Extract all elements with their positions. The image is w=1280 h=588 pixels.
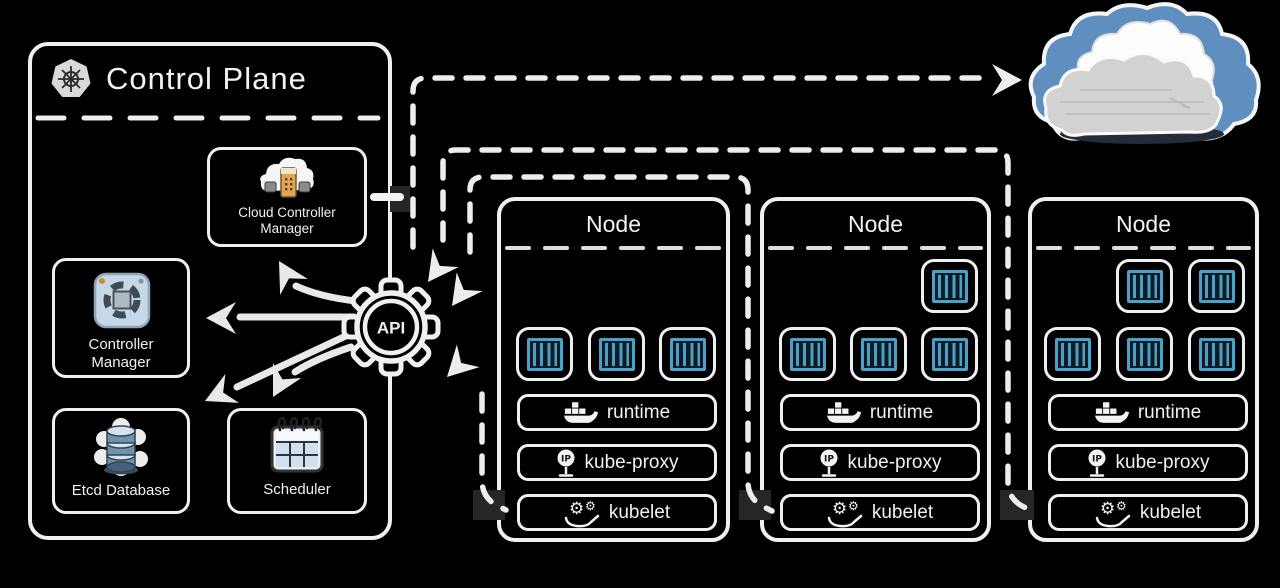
hand-gears-icon: ⚙ ⚙ <box>1095 498 1131 528</box>
node-3-runtime-bar: runtime <box>1048 394 1248 431</box>
ccm-label-line1: Cloud Controller <box>238 205 336 220</box>
container-icon <box>1188 327 1245 381</box>
scheduler-box: Scheduler <box>227 408 367 514</box>
node-1-kubelet-bar: ⚙ ⚙ kubelet <box>517 494 717 531</box>
svg-text:⚙: ⚙ <box>832 499 847 519</box>
kubernetes-logo-icon <box>50 58 92 100</box>
node-3-kubelet-bar: ⚙ ⚙ kubelet <box>1048 494 1248 531</box>
scheduler-label: Scheduler <box>263 481 331 498</box>
node-3-box: Node runtime IP <box>1028 197 1259 542</box>
controller-manager-icon <box>87 269 155 331</box>
ip-pin-icon: IP <box>556 448 576 478</box>
docker-icon <box>1094 400 1129 426</box>
node-3-kube-proxy-bar: IP kube-proxy <box>1048 444 1248 481</box>
cm-label-line1: Controller <box>88 336 154 353</box>
dashed-connector-node1 <box>435 344 509 513</box>
kube-proxy-label: kube-proxy <box>847 451 942 473</box>
node-1-box: Node runtime IP ku <box>497 197 730 542</box>
container-icon <box>779 327 836 381</box>
node-2-kube-proxy-bar: IP kube-proxy <box>780 444 980 481</box>
svg-text:⚙: ⚙ <box>848 499 859 513</box>
container-icon <box>659 327 716 381</box>
hand-gears-icon: ⚙ ⚙ <box>564 498 600 528</box>
container-icon <box>1116 259 1173 313</box>
svg-text:IP: IP <box>824 454 834 464</box>
kubelet-label: kubelet <box>871 501 934 523</box>
controller-manager-box: Controller Manager <box>52 258 190 378</box>
docker-icon <box>563 400 598 426</box>
etcd-database-box: Etcd Database <box>52 408 190 514</box>
hand-gears-icon: ⚙ ⚙ <box>827 498 863 528</box>
kube-proxy-label: kube-proxy <box>1115 451 1210 473</box>
container-icon <box>921 327 978 381</box>
kubelet-label: kubelet <box>1139 501 1202 523</box>
cloud-controller-manager-label: Cloud Controller Manager <box>238 205 336 237</box>
node-1-title: Node <box>586 211 641 237</box>
control-plane-header: Control Plane <box>50 58 307 100</box>
node-3-title: Node <box>1116 211 1171 237</box>
container-icon <box>1116 327 1173 381</box>
cloud-controller-manager-box: Cloud Controller Manager <box>207 147 367 247</box>
node-1-kube-proxy-bar: IP kube-proxy <box>517 444 717 481</box>
scheduler-icon <box>267 415 327 477</box>
svg-text:⚙: ⚙ <box>585 499 596 513</box>
kubelet-label: kubelet <box>608 501 671 523</box>
ccm-label-line2: Manager <box>260 220 314 236</box>
node-1-runtime-bar: runtime <box>517 394 717 431</box>
ip-pin-icon: IP <box>819 448 839 478</box>
svg-text:IP: IP <box>561 454 571 464</box>
runtime-label: runtime <box>606 401 671 423</box>
node-2-kubelet-bar: ⚙ ⚙ kubelet <box>780 494 980 531</box>
container-icon <box>1188 259 1245 313</box>
control-plane-title: Control Plane <box>106 61 307 96</box>
runtime-label: runtime <box>869 401 934 423</box>
container-icon <box>921 259 978 313</box>
node-2-title: Node <box>848 211 903 237</box>
container-icon <box>1044 327 1101 381</box>
docker-icon <box>826 400 861 426</box>
kube-proxy-label: kube-proxy <box>584 451 679 473</box>
controller-manager-label: Controller Manager <box>88 336 153 371</box>
node-2-runtime-bar: runtime <box>780 394 980 431</box>
cloud-provider-icon <box>1028 2 1261 144</box>
etcd-database-icon <box>94 417 148 477</box>
svg-text:⚙: ⚙ <box>1100 499 1115 519</box>
ip-pin-icon: IP <box>1087 448 1107 478</box>
etcd-database-label: Etcd Database <box>71 482 171 499</box>
svg-text:⚙: ⚙ <box>1116 499 1127 513</box>
cloud-controller-manager-icon <box>258 155 316 201</box>
container-icon <box>588 327 645 381</box>
node-2-box: Node runtime IP <box>760 197 991 542</box>
container-icon <box>516 327 573 381</box>
runtime-label: runtime <box>1137 401 1202 423</box>
cm-label-line2: Manager <box>91 353 151 371</box>
svg-text:⚙: ⚙ <box>569 499 584 519</box>
svg-text:IP: IP <box>1092 454 1102 464</box>
container-icon <box>850 327 907 381</box>
